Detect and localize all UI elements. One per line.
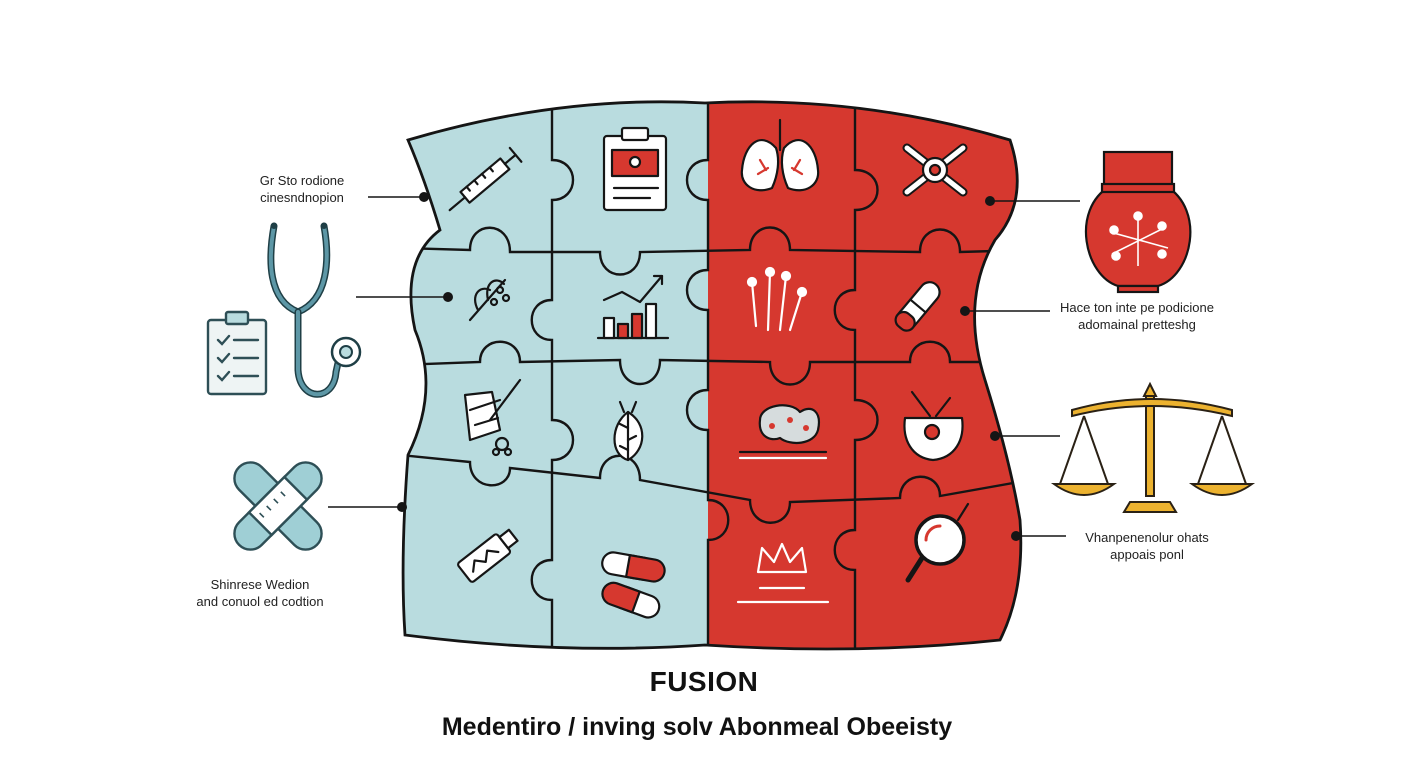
diagram-subtitle: Medentiro / inving solv Abonmeal Obeeist…: [441, 713, 953, 741]
bone-joint-icon: [902, 143, 968, 197]
callout-right-lower-line2: appoais ponl: [1110, 547, 1184, 562]
pins-icon: [746, 266, 808, 332]
clipboard-chart-icon: [602, 126, 668, 212]
callout-bottom-left-line1: Shinrese Wedion: [210, 577, 310, 592]
callout-right-upper-line2: adomainal pretteshg: [1078, 317, 1196, 332]
bandage-capsule-icon: [894, 281, 941, 332]
stomach-icon: [738, 404, 828, 460]
magnifier-icon: [905, 502, 970, 583]
bar-chart-icon: [596, 274, 670, 340]
callout-right-lower-line1: Vhanpenenolur ohats: [1085, 530, 1209, 545]
torso-outline: [401, 100, 1023, 651]
herbal-vase-icon: [1085, 150, 1192, 294]
callout-top-left: Gr Sto rodione cinesndnopion: [232, 172, 372, 206]
diagram-title: FUSION: [649, 666, 759, 697]
lungs-icon: [740, 118, 820, 192]
puzzle-seams: [403, 101, 1021, 649]
callout-top-left-line2: cinesndnopion: [260, 190, 344, 205]
stethoscope-icon: [267, 222, 362, 398]
connector-lines: [328, 196, 1080, 537]
salad-bowl-icon: [463, 378, 522, 457]
callout-bottom-left-line2: and conuol ed codtion: [196, 594, 324, 609]
callout-bottom-left: Shinrese Wedion and conuol ed codtion: [180, 576, 340, 610]
balance-scale-icon: [1050, 381, 1256, 513]
herb-branch-icon: [468, 278, 511, 322]
callout-right-upper-line1: Hace ton inte pe podicione: [1060, 300, 1214, 315]
medicine-bottle-icon: [457, 528, 519, 583]
mortar-icon: [903, 390, 964, 462]
connector-dots: [397, 192, 1021, 541]
syringe-icon: [448, 146, 523, 212]
checklist-icon: [206, 310, 268, 396]
callout-right-lower: Vhanpenenolur ohats appoais ponl: [1062, 529, 1232, 563]
crown-icon: [736, 542, 830, 604]
crossed-bandages-icon: [233, 461, 323, 551]
callout-right-upper: Hace ton inte pe podicione adomainal pre…: [1042, 299, 1232, 333]
pills-icon: [601, 551, 666, 619]
callout-top-left-line1: Gr Sto rodione: [259, 173, 345, 188]
leaf-icon: [613, 400, 644, 462]
